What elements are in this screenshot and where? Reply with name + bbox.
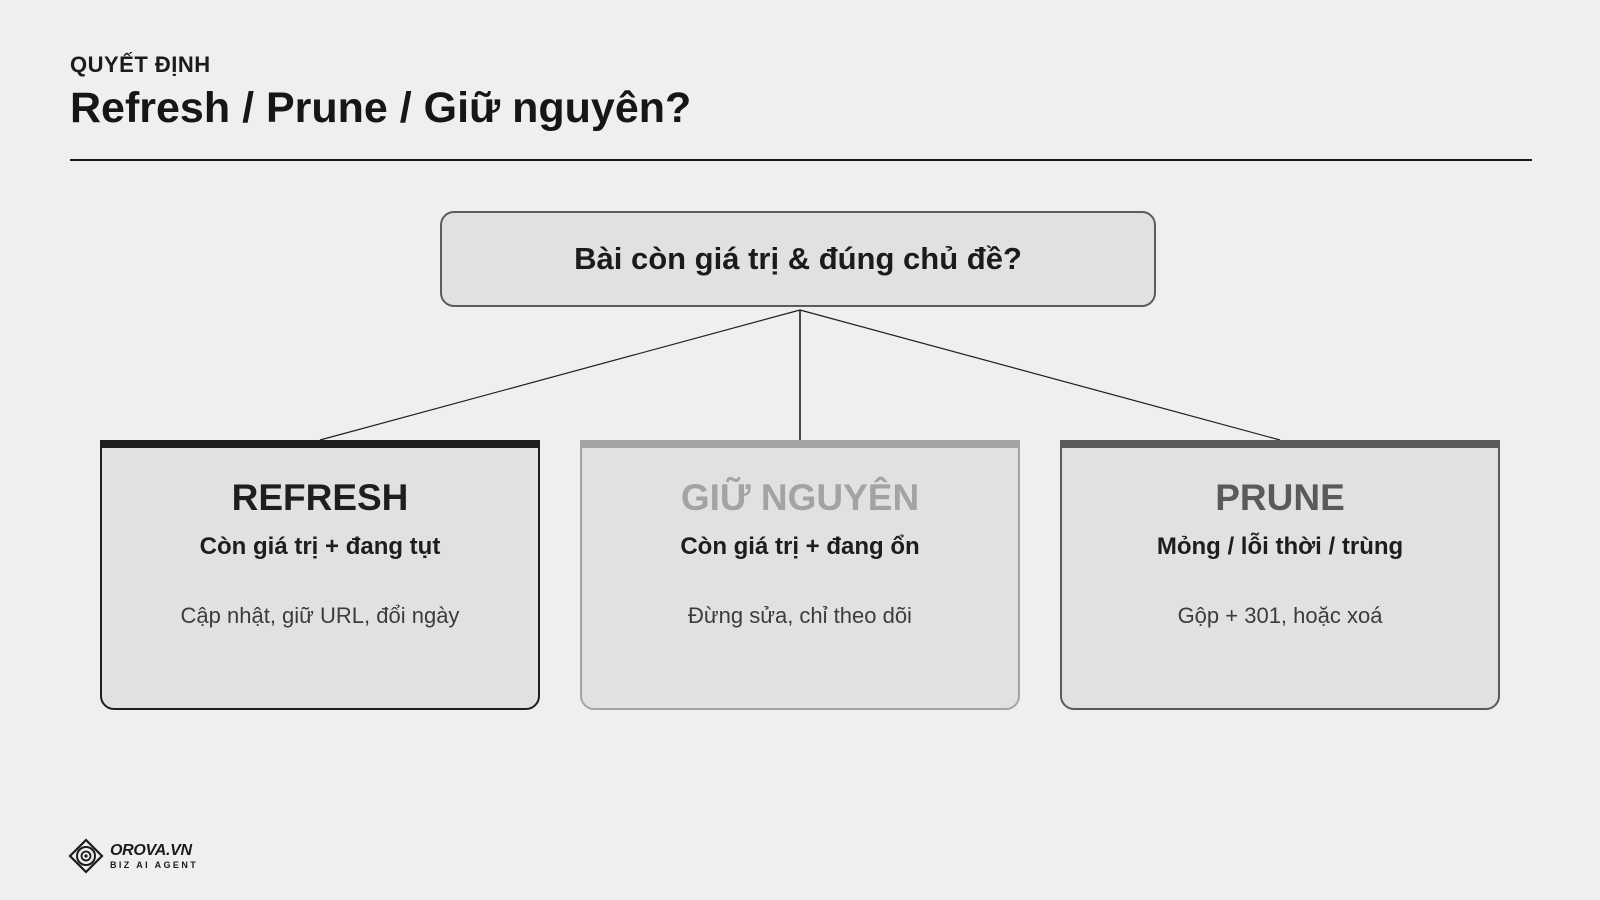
option-heading: PRUNE xyxy=(1215,477,1345,518)
orova-logo-icon xyxy=(68,838,104,874)
decision-question-box: Bài còn giá trị & đúng chủ đề? xyxy=(440,211,1156,307)
decision-question-text: Bài còn giá trị & đúng chủ đề? xyxy=(574,241,1022,276)
option-heading: REFRESH xyxy=(231,477,409,518)
option-condition: Còn giá trị + đang ổn xyxy=(680,533,920,560)
option-card-refresh: REFRESH Còn giá trị + đang tụt Cập nhật,… xyxy=(100,440,540,710)
option-card-prune: PRUNE Mỏng / lỗi thời / trùng Gộp + 301,… xyxy=(1060,440,1500,710)
option-card-keep: GIỮ NGUYÊN Còn giá trị + đang ổn Đừng sử… xyxy=(580,440,1020,710)
page-title: Refresh / Prune / Giữ nguyên? xyxy=(70,84,692,132)
option-action: Cập nhật, giữ URL, đổi ngày xyxy=(180,603,460,628)
brand-tagline: BIZ AI AGENT xyxy=(110,859,199,870)
option-action: Gộp + 301, hoặc xoá xyxy=(1177,603,1383,628)
card-accent-bar xyxy=(100,440,540,448)
card-accent-bar xyxy=(1060,440,1500,448)
brand-logo: OROVA.VN BIZ AI AGENT xyxy=(68,838,198,874)
title-divider xyxy=(70,159,1532,161)
option-action: Đừng sửa, chỉ theo dõi xyxy=(688,603,912,628)
brand-name: OROVA.VN xyxy=(110,841,192,859)
connector-prune xyxy=(799,309,1281,441)
option-heading: GIỮ NGUYÊN xyxy=(680,477,920,518)
option-condition: Mỏng / lỗi thời / trùng xyxy=(1156,533,1404,560)
connector-refresh xyxy=(319,309,801,441)
card-accent-bar xyxy=(580,440,1020,448)
section-eyebrow: QUYẾT ĐỊNH xyxy=(70,52,211,77)
option-condition: Còn giá trị + đang tụt xyxy=(199,533,441,560)
